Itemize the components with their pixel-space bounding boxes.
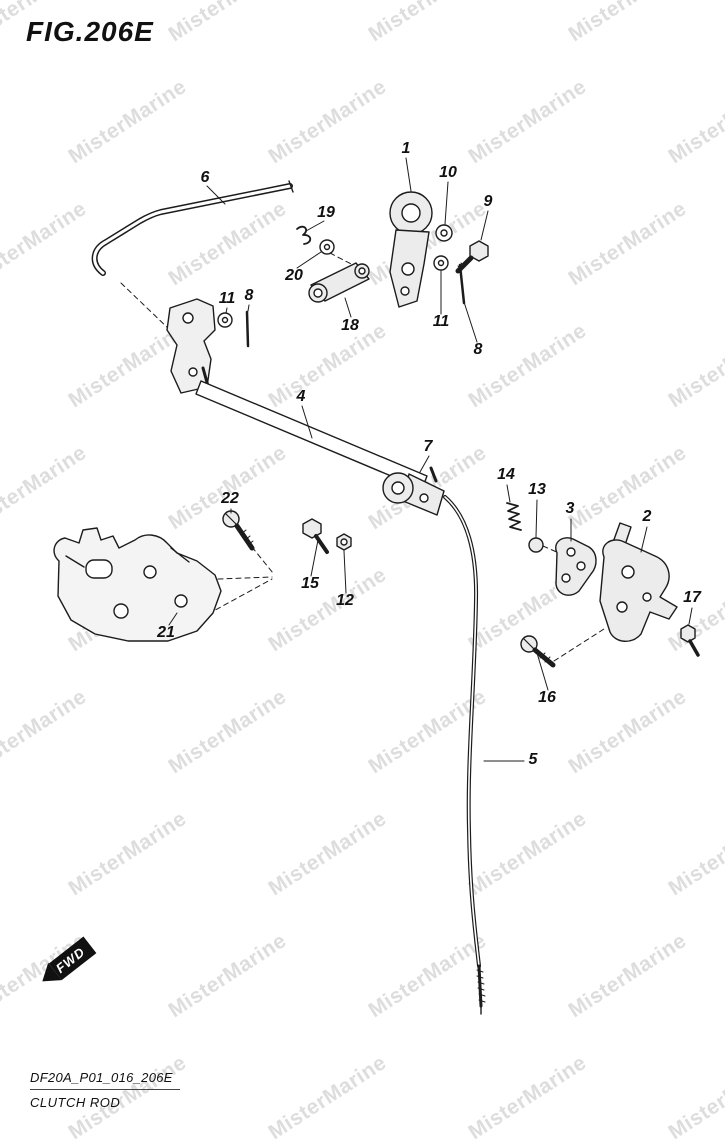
construction-lines — [120, 252, 605, 662]
figure-title: FIG.206E — [26, 16, 154, 47]
part-12-nut — [336, 533, 352, 551]
part-16-bolt — [520, 635, 556, 668]
part-18-link — [308, 262, 370, 303]
part-14-spring — [506, 502, 522, 531]
part-21-bracket — [53, 527, 222, 642]
part-13-ball — [528, 537, 544, 553]
footer: DF20A_P01_016_206E CLUTCH ROD — [30, 1070, 180, 1110]
part-rod-pivot-bracket — [166, 298, 216, 394]
part-10-washer — [435, 224, 453, 242]
figure-caption: CLUTCH ROD — [30, 1095, 121, 1110]
part-17-bolt — [680, 624, 700, 657]
footer-divider — [30, 1089, 180, 1090]
figure-code: DF20A_P01_016_206E — [30, 1070, 173, 1085]
part-20-washer — [319, 239, 335, 255]
part-6-shift-rod — [91, 180, 294, 276]
part-8-pin-left — [245, 310, 250, 348]
part-11-washer-left — [217, 312, 233, 328]
part-7-joint — [382, 466, 445, 516]
part-4-clutch-rod — [195, 366, 428, 490]
part-5-cable — [443, 495, 486, 1015]
part-11-washer-right — [433, 255, 449, 271]
part-8-pin-right — [458, 263, 466, 305]
part-22-screw — [222, 510, 255, 551]
part-19-clip — [296, 225, 312, 245]
leader-lines — [168, 157, 693, 762]
part-9-bolt — [455, 240, 489, 274]
part-1-clutch-arm — [389, 191, 433, 308]
part-3-cam — [555, 537, 597, 596]
part-15-bolt — [302, 518, 329, 554]
part-2-cam-bracket — [599, 522, 678, 642]
